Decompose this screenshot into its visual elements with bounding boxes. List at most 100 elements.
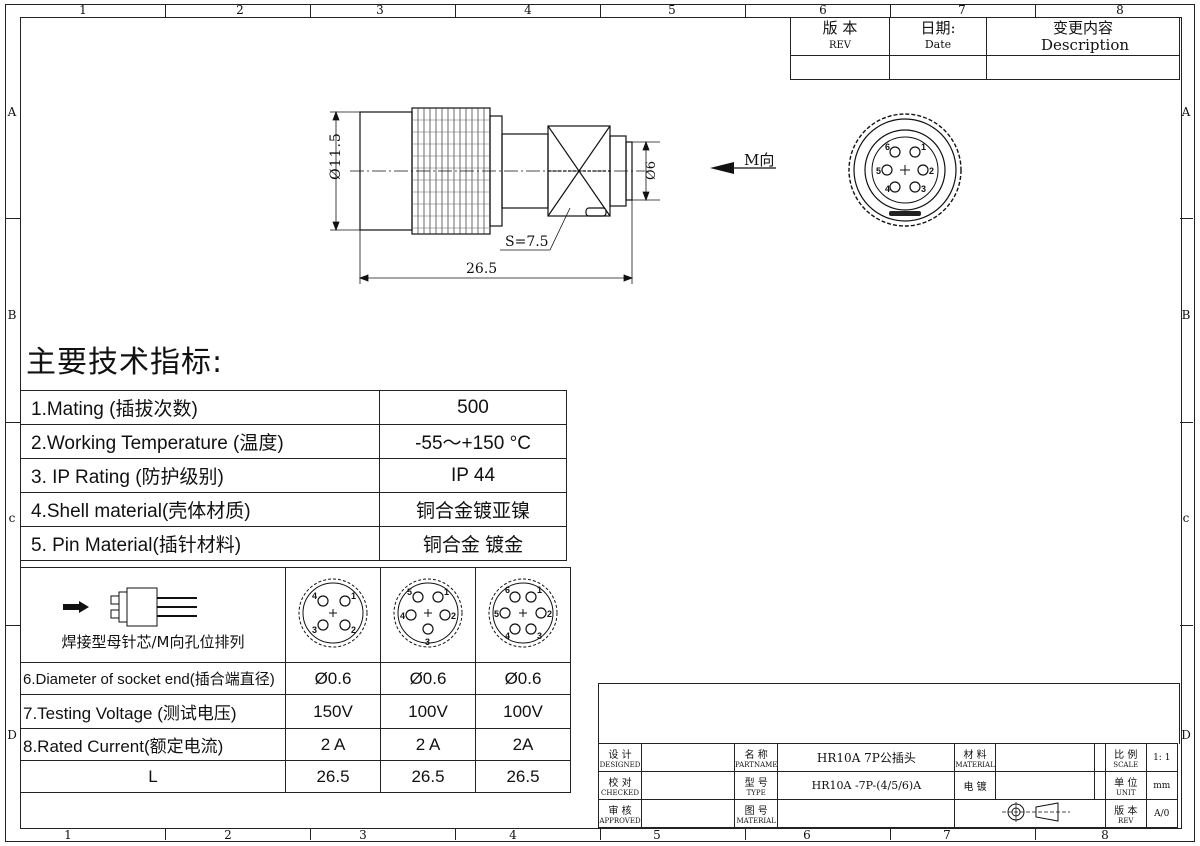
date-label-cn: 日期: [920, 19, 956, 37]
rev-label-en: REV [828, 39, 852, 51]
view-label: M向 [744, 151, 775, 169]
svg-text:4: 4 [400, 611, 405, 621]
svg-text:3: 3 [312, 625, 317, 635]
dim-tail-diameter: Ø6 [643, 161, 659, 180]
zone-bottom-3: 3 [359, 828, 367, 842]
svg-text:1: 1 [351, 591, 356, 601]
zone-top-7: 7 [958, 3, 966, 17]
zone-right-c: c [1182, 511, 1190, 525]
zone-right-d: D [1181, 728, 1191, 742]
grid-cell: 2 A [380, 728, 476, 761]
zone-left-b: B [7, 308, 17, 322]
spec-table: 1.Mating (插拔次数) 500 2.Working Temperatur… [20, 390, 567, 561]
designed-cn: 设 计 [608, 750, 632, 761]
grid-cell: 100V [475, 694, 571, 729]
desc-label-en: Description [1040, 35, 1130, 54]
spec-label: 1.Mating (插拔次数) [20, 390, 380, 425]
spec-title: 主要技术指标: [26, 345, 224, 380]
grid-row: 6.Diameter of socket end(插合端直径) Ø0.6 Ø0.… [20, 662, 571, 695]
grid-cell: 26.5 [285, 760, 381, 793]
pin-layout-table: 焊接型母针芯/M向孔位排列 4 1 3 2 [20, 567, 571, 793]
svg-text:2: 2 [929, 166, 934, 176]
zone-bottom-5: 5 [653, 828, 661, 842]
svg-text:5: 5 [876, 166, 881, 176]
grid-cell: Ø0.6 [475, 662, 571, 695]
scale-cn: 比 例 [1114, 750, 1138, 761]
type-cn: 型 号 [744, 778, 768, 789]
grid-row: L 26.5 26.5 26.5 [20, 760, 571, 793]
material-cn: 材 料 [963, 750, 987, 761]
connector-side-view [330, 107, 660, 284]
scale-value: 1: 1 [1145, 743, 1178, 772]
zone-left-c: c [8, 511, 16, 525]
partname-cn: 名 称 [744, 750, 768, 761]
zone-top-3: 3 [376, 3, 384, 17]
rev-label-cn: 版 本 [822, 18, 858, 37]
zone-left-a: A [7, 105, 17, 119]
spec-label: 5. Pin Material(插针材料) [20, 526, 380, 561]
finish-label: 电 镀 [954, 771, 996, 800]
spec-value: 500 [379, 390, 567, 425]
svg-text:5: 5 [494, 609, 499, 619]
grid-row-label: 6.Diameter of socket end(插合端直径) [20, 662, 286, 695]
grid-row: 7.Testing Voltage (测试电压) 150V 100V 100V [20, 694, 571, 729]
svg-text:1: 1 [537, 585, 542, 595]
zone-top-6: 6 [819, 3, 827, 17]
pin-layout-4: 4 1 3 2 [285, 567, 381, 663]
zone-top-4: 4 [524, 3, 532, 17]
svg-text:2: 2 [547, 609, 552, 619]
title-block-upper [598, 683, 1180, 744]
spec-value: 铜合金 镀金 [379, 526, 567, 561]
grid-cell: 150V [285, 694, 381, 729]
view-direction-arrow [710, 162, 776, 174]
desc-label-cn: 变更内容 [1052, 18, 1113, 37]
rev-cn: 版 本 [1114, 806, 1138, 817]
zone-top-8: 8 [1116, 3, 1124, 17]
spec-label: 4.Shell material(壳体材质) [20, 492, 380, 527]
zone-bottom-4: 4 [509, 828, 517, 842]
spec-row: 3. IP Rating (防护级别) IP 44 [20, 458, 567, 493]
drawing-no-cn: 图 号 [744, 806, 768, 817]
grid-cell: Ø0.6 [285, 662, 381, 695]
grid-cell: 26.5 [380, 760, 476, 793]
unit-en: UNIT [1116, 789, 1136, 797]
svg-text:3: 3 [537, 631, 542, 641]
unit-value: mm [1145, 771, 1178, 800]
svg-text:6: 6 [505, 585, 510, 595]
spec-label: 3. IP Rating (防护级别) [20, 458, 380, 493]
date-label-en: Date [924, 38, 952, 51]
svg-text:2: 2 [351, 625, 356, 635]
grid-row-label: 7.Testing Voltage (测试电压) [20, 694, 286, 729]
pin-layout-5-icon: 5 1 4 2 3 [393, 578, 463, 647]
rev-value: A/0 [1145, 799, 1178, 828]
spec-value: 铜合金镀亚镍 [379, 492, 567, 527]
pin-caption: 焊接型母针芯/M向孔位排列 [61, 633, 245, 651]
drawing-no-en: MATERIAL [736, 817, 776, 825]
spec-row: 5. Pin Material(插针材料) 铜合金 镀金 [20, 526, 567, 561]
grid-cell: 26.5 [475, 760, 571, 793]
rev-en: REV [1118, 817, 1134, 825]
svg-text:2: 2 [451, 611, 456, 621]
zone-right-b: B [1181, 308, 1191, 322]
svg-text:6: 6 [885, 142, 890, 152]
svg-text:3: 3 [425, 637, 430, 647]
grid-row-label: L [20, 760, 286, 793]
revision-block: 版 本 REV 日期: Date 变更内容 Description [790, 17, 1180, 80]
partname-en: PARTNAME [735, 761, 778, 769]
zone-bottom-8: 8 [1101, 828, 1109, 842]
checked-cn: 校 对 [608, 778, 632, 789]
pin-layout-4-icon: 4 1 3 2 [298, 578, 368, 647]
zone-bottom-6: 6 [803, 828, 811, 842]
approved-en: APPROVED [599, 817, 641, 825]
spec-row: 2.Working Temperature (温度) -55～+150 °C [20, 424, 567, 459]
svg-text:1: 1 [921, 142, 926, 152]
zone-right-a: A [1181, 105, 1191, 119]
spec-row: 1.Mating (插拔次数) 500 [20, 390, 567, 425]
spec-value: IP 44 [379, 458, 567, 493]
pin-layout-6: 6 1 5 2 4 3 [475, 567, 571, 663]
svg-text:4: 4 [505, 631, 510, 641]
projection-symbol-icon [1002, 802, 1071, 822]
part-name: HR10A 7P公插头 [777, 743, 956, 772]
zone-bottom-1: 1 [64, 828, 72, 842]
